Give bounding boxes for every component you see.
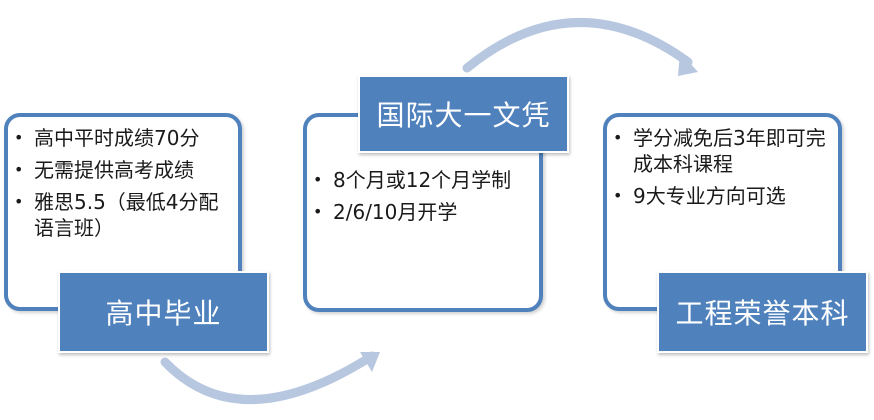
bullet-icon: •: [613, 128, 623, 147]
curved-arrow-icon: [160, 351, 377, 404]
step-label-honours-degree: 工程荣誉本科: [657, 271, 868, 353]
list-item: • 无需提供高考成绩: [12, 157, 238, 183]
list-item-text: 8个月或12个月学制: [333, 168, 512, 192]
list-item: • 2/6/10月开学: [311, 199, 539, 225]
bullet-list: • 8个月或12个月学制 • 2/6/10月开学: [311, 167, 539, 231]
curved-arrow-head-1: [360, 352, 380, 372]
curved-arrow-icon: [462, 17, 693, 73]
bullet-icon: •: [313, 170, 323, 189]
bullet-icon: •: [613, 186, 623, 205]
list-item-text: 雅思5.5（最低4分配语言班）: [34, 190, 219, 240]
curved-arrow-head-2: [678, 52, 698, 76]
bullet-list: • 高中平时成绩70分 • 无需提供高考成绩 • 雅思5.5（最低4分配语言班）: [12, 125, 238, 247]
bullet-icon: •: [14, 160, 24, 179]
list-item-text: 学分减免后3年即可完成本科课程: [633, 126, 826, 176]
list-item: • 学分减免后3年即可完成本科课程: [611, 125, 838, 177]
list-item: • 8个月或12个月学制: [311, 167, 539, 193]
list-item: • 高中平时成绩70分: [12, 125, 238, 151]
list-item-text: 高中平时成绩70分: [34, 126, 200, 150]
list-item: • 9大专业方向可选: [611, 183, 838, 209]
bullet-list: • 学分减免后3年即可完成本科课程 • 9大专业方向可选: [611, 125, 838, 215]
step-label-foundation-diploma: 国际大一文凭: [358, 75, 569, 153]
bullet-icon: •: [14, 128, 24, 147]
step-label-high-school: 高中毕业: [58, 271, 269, 353]
bullet-icon: •: [14, 192, 24, 211]
list-item-text: 2/6/10月开学: [333, 200, 458, 224]
list-item-text: 9大专业方向可选: [633, 184, 786, 208]
list-item-text: 无需提供高考成绩: [34, 158, 194, 182]
list-item: • 雅思5.5（最低4分配语言班）: [12, 189, 238, 241]
bullet-icon: •: [313, 202, 323, 221]
